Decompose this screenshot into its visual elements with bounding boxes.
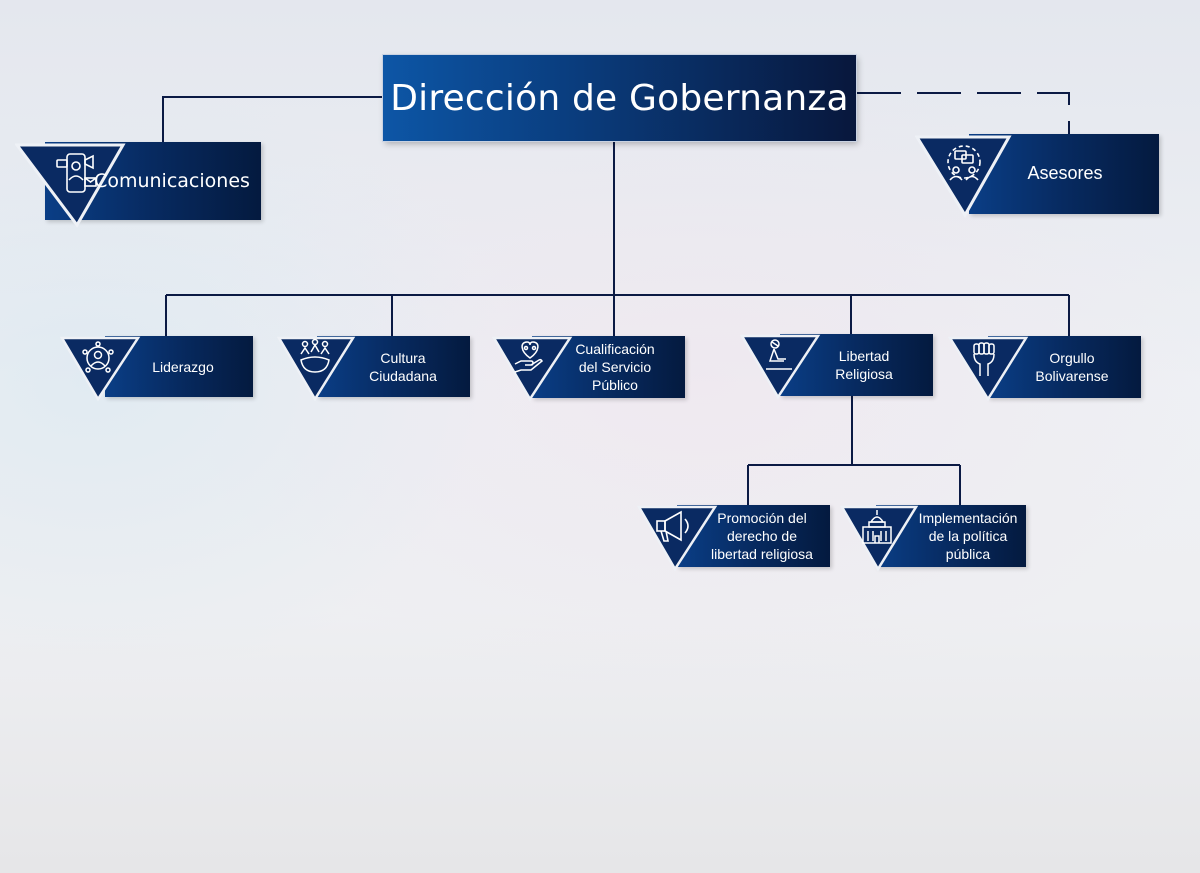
connector-comunicaciones <box>162 96 383 143</box>
head-box-direccion: Dirección de Gobernanza <box>383 55 856 141</box>
node-triangle <box>15 143 126 228</box>
node-cualificacion: Cualificación del Servicio Público <box>492 336 685 402</box>
connector-asesores <box>857 92 1070 135</box>
node-libertad: Libertad Religiosa <box>740 334 933 400</box>
node-triangle <box>277 336 356 402</box>
node-orgullo: Orgullo Bolivarense <box>948 336 1141 402</box>
raised-fist-icon <box>973 342 995 376</box>
phone-chat-icon <box>56 153 97 193</box>
node-implementacion: Implementación de la política pública <box>840 505 1026 573</box>
node-triangle <box>740 334 821 400</box>
citizens-icon <box>300 338 330 373</box>
node-label: Cualificación del Servicio Público <box>575 341 655 393</box>
node-label: Libertad Religiosa <box>835 348 893 382</box>
node-liderazgo: Liderazgo <box>60 336 253 402</box>
node-comunicaciones: Comunicaciones <box>15 142 261 228</box>
praying-person-icon <box>766 339 792 370</box>
megaphone-icon <box>656 510 689 542</box>
capitol-building-icon <box>862 510 892 544</box>
node-label: Comunicaciones <box>94 170 250 192</box>
node-triangle <box>915 135 1012 218</box>
node-label: Cultura Ciudadana <box>369 349 437 384</box>
node-cultura: Cultura Ciudadana <box>277 336 470 402</box>
node-label: Orgullo Bolivarense <box>1035 350 1109 384</box>
advisor-icon <box>947 145 981 181</box>
node-promocion: Promoción del derecho de libertad religi… <box>637 505 830 573</box>
node-label: Implementación de la política pública <box>918 510 1018 562</box>
node-label: Promoción del derecho de libertad religi… <box>711 510 813 562</box>
head-title: Dirección de Gobernanza <box>390 77 849 119</box>
node-asesores: Asesores <box>915 134 1159 218</box>
node-label: Liderazgo <box>152 358 214 375</box>
node-label: Asesores <box>1027 163 1103 183</box>
leadership-icon <box>82 341 114 373</box>
hand-heart-icon <box>514 341 543 373</box>
